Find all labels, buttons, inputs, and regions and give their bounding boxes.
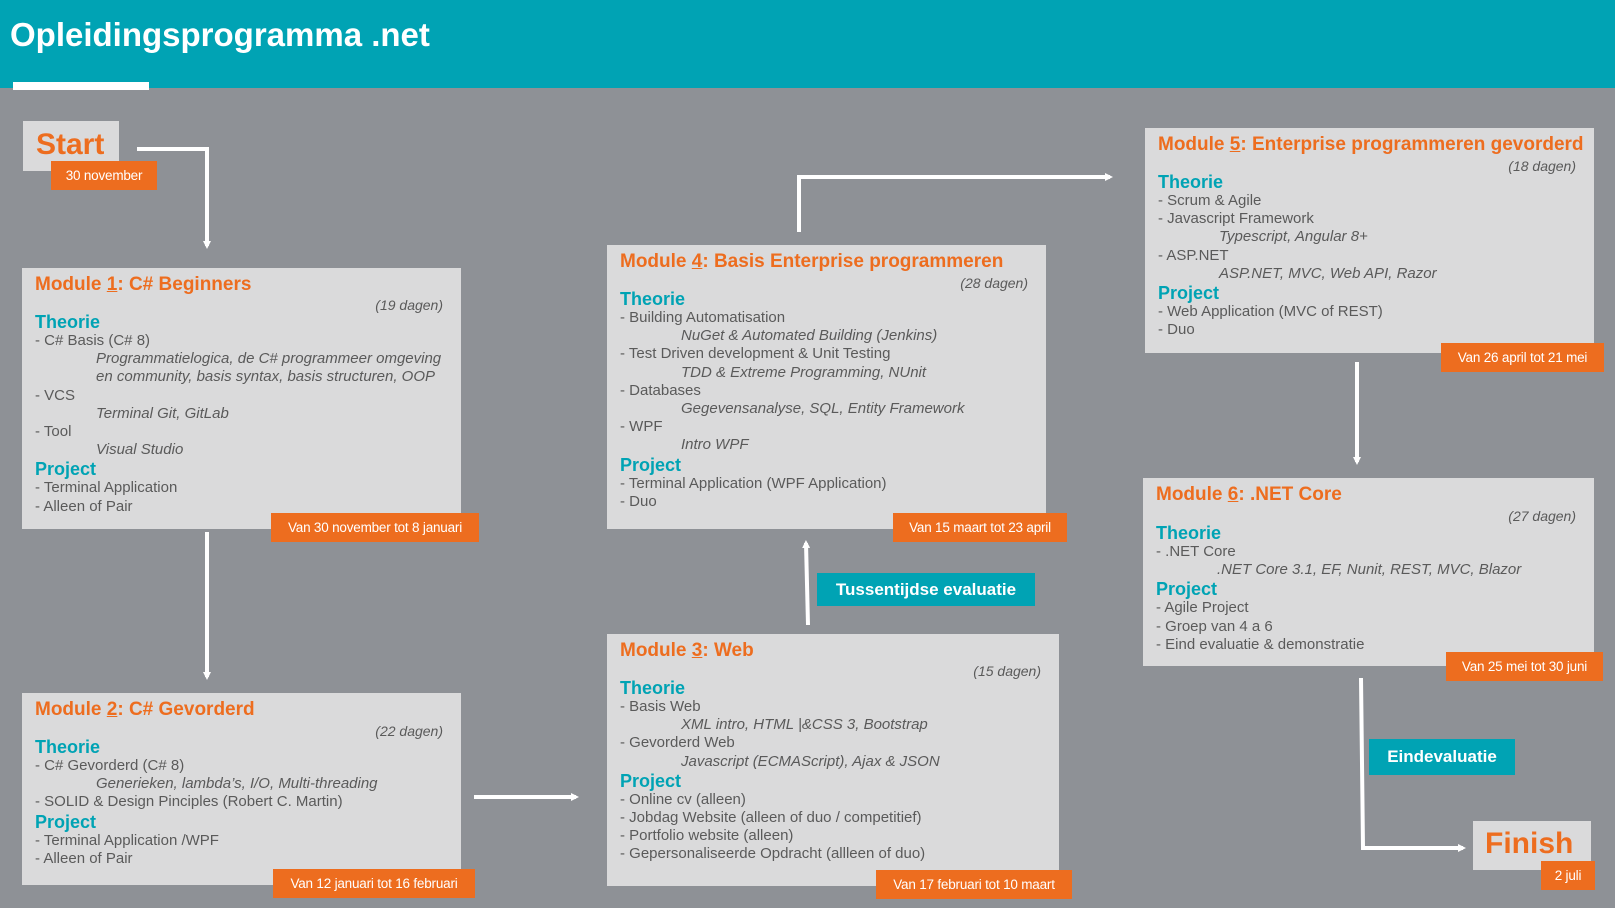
arrow-module3-to-module4 [802,540,811,626]
module-4-card: Module 4: Basis Enterprise programmeren … [607,245,1046,529]
theorie-detail: NuGet & Automated Building (Jenkins) [681,327,938,345]
module-1-period: Van 30 november tot 8 januari [271,513,479,542]
theorie-detail: Typescript, Angular 8+ [1219,228,1368,246]
module-5-period: Van 26 april tot 21 mei [1441,343,1604,372]
module-duration: (18 dagen) [1508,158,1576,174]
module-title: Module 2: C# Gevorderd [35,699,255,720]
theorie-item: - Basis Web [620,698,701,715]
start-label: Start [36,128,105,161]
arrow-module4-to-module5 [797,173,1113,232]
theorie-item: - .NET Core [1156,543,1236,560]
project-item: - Web Application (MVC of REST) [1158,303,1383,321]
project-heading: Project [35,811,97,832]
project-item: - Terminal Application /WPF [35,831,219,849]
theorie-item: - Scrum & Agile [1158,192,1262,209]
project-item: - Jobdag Website (alleen of duo / compet… [620,809,922,827]
project-item: - Eind evaluatie & demonstratie [1156,635,1365,653]
theorie-item: - Javascript Framework [1158,210,1314,228]
module-duration: (19 dagen) [375,297,443,313]
theorie-item: - Gevorderd Web [620,734,735,752]
finish-label: Finish [1485,827,1574,860]
project-item: - Portfolio website (alleen) [620,827,794,845]
finish-date-tag: 2 juli [1541,861,1595,890]
theorie-detail: Visual Studio [96,441,184,459]
module-3-period: Van 17 februari tot 10 maart [876,870,1072,899]
theorie-detail: ASP.NET, MVC, Web API, Razor [1219,264,1437,282]
module-5-card: Module 5: Enterprise programmeren gevord… [1145,128,1594,353]
theorie-item: - WPF [620,418,663,436]
theorie-detail: .NET Core 3.1, EF, Nunit, REST, MVC, Bla… [1217,561,1522,579]
project-heading: Project [620,454,682,475]
theorie-heading: Theorie [1158,172,1224,192]
theorie-item: - Databases [620,381,701,399]
module-2-period: Van 12 januari tot 16 februari [273,869,475,898]
module-6-period: Van 25 mei tot 30 juni [1446,652,1603,681]
project-heading: Project [620,770,682,791]
theorie-item: - Tool [35,423,72,441]
project-item: - Alleen of Pair [35,849,133,867]
page-title: Opleidingsprogramma .net [10,16,430,53]
theorie-heading: Theorie [620,678,686,698]
header-bar: Opleidingsprogramma .net [0,0,1615,88]
module-duration: (22 dagen) [375,723,443,739]
theorie-item: - Building Automatisation [620,309,786,326]
module-duration: (15 dagen) [973,663,1041,679]
module-3-card: Module 3: Web (15 dagen) Theorie - Basis… [607,634,1059,886]
project-heading: Project [35,459,97,480]
title-underline [13,82,149,90]
project-item: - Groep van 4 a 6 [1156,617,1273,635]
theorie-detail: Terminal Git, GitLab [96,404,229,422]
module-duration: (28 dagen) [960,275,1028,291]
theorie-detail: Javascript (ECMAScript), Ajax & JSON [681,752,940,770]
theorie-item: - SOLID & Design Pinciples (Robert C. Ma… [35,793,343,811]
module-4-period: Van 15 maart tot 23 april [893,513,1067,542]
project-item: - Terminal Application [35,479,178,497]
end-evaluation-label: Eindevaluatie [1369,739,1515,775]
theorie-item: - VCS [35,386,76,404]
module-title: Module 4: Basis Enterprise programmeren [620,251,1004,272]
project-item: - Agile Project [1156,599,1249,617]
project-heading: Project [1156,579,1218,600]
module-6-card: Module 6: .NET Core (27 dagen) Theorie -… [1143,478,1594,666]
module-2-card: Module 2: C# Gevorderd (22 dagen) Theori… [22,693,461,885]
theorie-detail: Programmatielogica, de C# programmeer om… [96,350,442,368]
arrow-start-to-module1 [137,147,211,249]
project-item: - Terminal Application (WPF Application) [620,474,887,492]
module-title: Module 5: Enterprise programmeren gevord… [1158,134,1584,155]
theorie-item: - C# Basis (C# 8) [35,332,151,349]
theorie-detail: Generieken, lambda’s, I/O, Multi-threadi… [96,775,378,793]
project-item: - Duo [620,492,657,510]
theorie-detail: en community, basis syntax, basis struct… [96,368,436,386]
theorie-detail: Intro WPF [681,436,749,454]
theorie-heading: Theorie [35,737,101,757]
mid-evaluation-label: Tussentijdse evaluatie [817,573,1035,606]
module-1-card: Module 1: C# Beginners (19 dagen) Theori… [22,268,461,529]
project-item: - Online cv (alleen) [620,790,746,808]
project-item: - Duo [1158,321,1195,339]
start-date-tag: 30 november [51,161,157,190]
theorie-detail: XML intro, HTML |&CSS 3, Bootstrap [681,716,928,734]
module-title: Module 3: Web [620,640,754,661]
project-heading: Project [1158,283,1220,304]
project-item: - Gepersonaliseerde Opdracht (allleen of… [620,845,926,863]
module-title: Module 1: C# Beginners [35,274,252,295]
theorie-detail: TDD & Extreme Programming, NUnit [681,363,927,381]
theorie-item: - Test Driven development & Unit Testing [620,345,891,363]
module-duration: (27 dagen) [1508,508,1576,524]
theorie-item: - C# Gevorderd (C# 8) [35,757,185,774]
module-title: Module 6: .NET Core [1156,484,1342,505]
theorie-heading: Theorie [35,312,101,332]
theorie-detail: Gegevensanalyse, SQL, Entity Framework [681,400,965,418]
theorie-heading: Theorie [620,289,686,309]
theorie-heading: Theorie [1156,523,1222,543]
theorie-item: - ASP.NET [1158,246,1229,264]
project-item: - Alleen of Pair [35,497,133,515]
arrow-module6-to-finish [1359,677,1466,852]
